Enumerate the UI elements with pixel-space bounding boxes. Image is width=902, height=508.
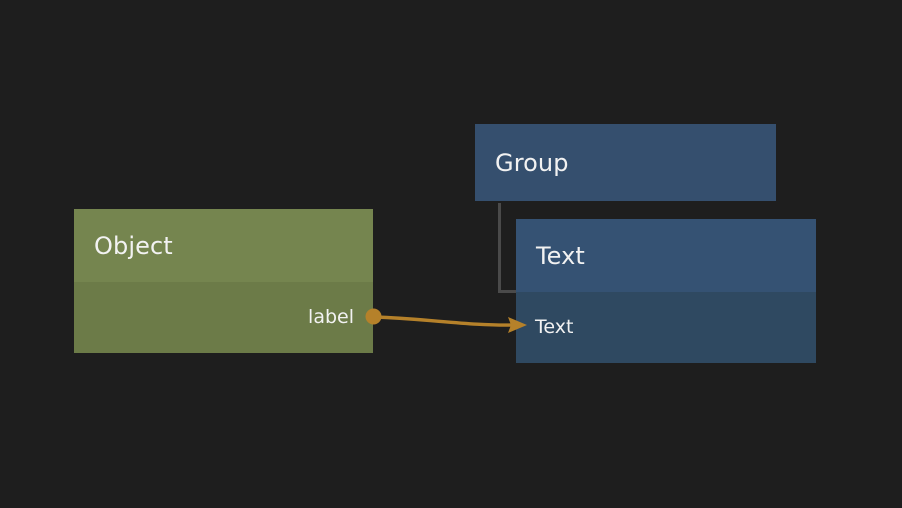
object-node-row-label-text: label (308, 306, 354, 328)
object-node-header[interactable]: Object (74, 209, 373, 282)
text-node-row-text[interactable]: Text (516, 292, 816, 363)
object-node-row-label[interactable]: label (74, 282, 373, 353)
text-node-header[interactable]: Text (516, 219, 816, 292)
group-node-title: Group (495, 148, 569, 177)
object-node[interactable]: Object label (74, 209, 373, 353)
text-node-title: Text (536, 241, 585, 270)
object-node-title: Object (94, 231, 173, 260)
group-node[interactable]: Group (475, 124, 776, 201)
text-node-row-text-label: Text (535, 316, 574, 338)
group-node-header[interactable]: Group (475, 124, 776, 201)
edge-label-to-text[interactable] (373, 315, 517, 327)
text-node[interactable]: Text Text (516, 219, 816, 363)
